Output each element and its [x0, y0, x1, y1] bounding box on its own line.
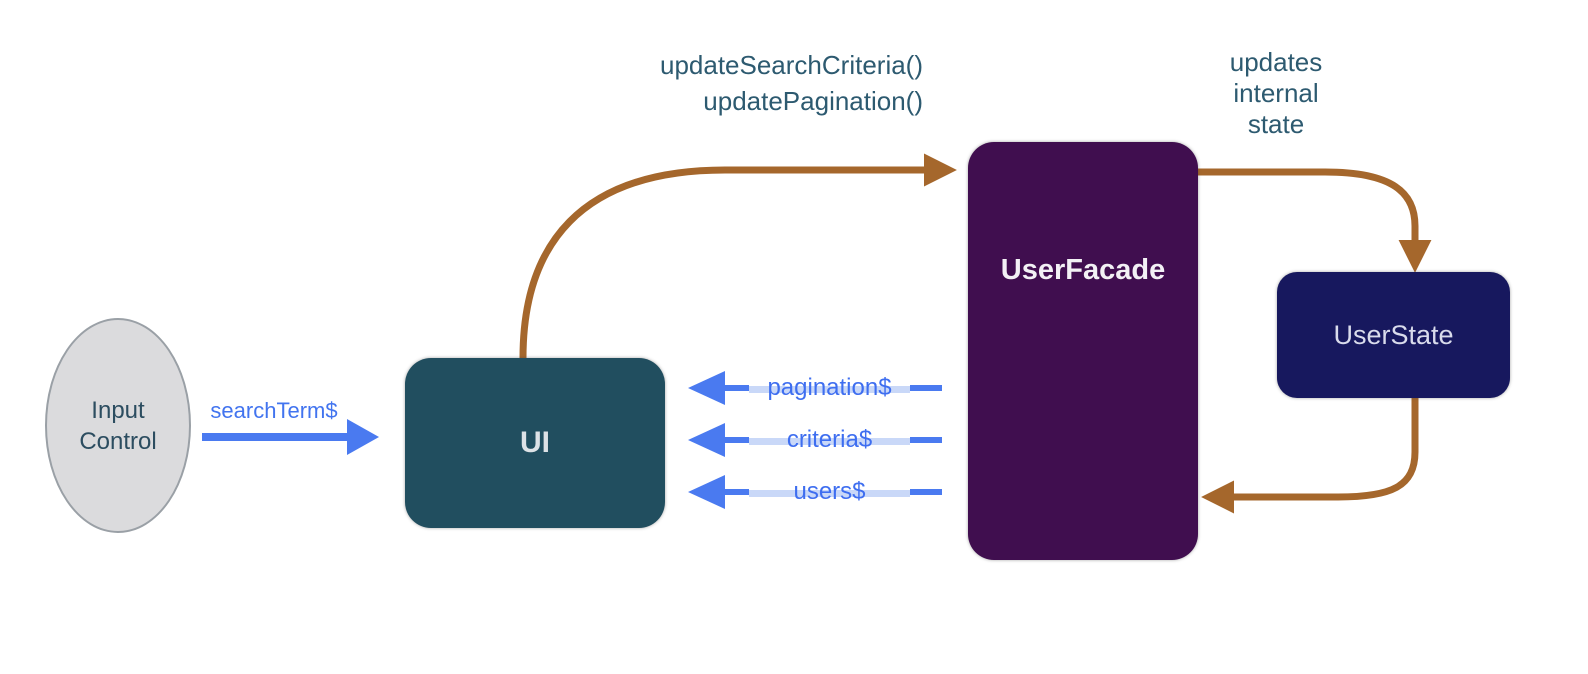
input-control-label-line2: Control [79, 427, 157, 455]
user-facade-label: UserFacade [1000, 254, 1166, 286]
edge-userstate-to-userfacade [1201, 398, 1419, 514]
arrow-line-segment [910, 385, 942, 391]
left-arrowhead-icon [688, 371, 725, 405]
facade-calls-line1: updateSearchCriteria() [659, 50, 923, 80]
arrow-line-segment [725, 437, 749, 443]
search-term-arrowhead-icon [347, 419, 379, 455]
users-stream-label: users$ [749, 478, 910, 506]
edge-userfacade-to-userstate [1198, 168, 1432, 273]
node-ui: UI [405, 358, 665, 528]
arrow-line-segment [725, 385, 749, 391]
node-user-state: UserState [1277, 272, 1510, 398]
state-note-line3: state [1247, 109, 1305, 139]
updates-internal-state-annotation: updates internal state [1176, 47, 1376, 140]
edge-ui-to-userfacade [519, 153, 957, 359]
state-note-line1: updates [1229, 47, 1323, 77]
search-term-arrow-line [202, 433, 348, 441]
facade-calls-line2: updatePagination() [703, 86, 923, 116]
node-input-control: Input Control [45, 318, 191, 533]
left-arrowhead-icon [688, 475, 725, 509]
left-arrowhead-icon [688, 423, 725, 457]
node-user-facade: UserFacade [968, 142, 1198, 560]
search-term-stream-label: searchTerm$ [210, 398, 338, 423]
pagination-stream-arrow: pagination$ [688, 370, 942, 406]
facade-calls-annotation: updateSearchCriteria() updatePagination(… [580, 47, 923, 119]
criteria-stream-arrow: criteria$ [688, 422, 942, 458]
user-state-label: UserState [1333, 319, 1454, 350]
arrow-line-segment [910, 489, 942, 495]
input-control-label-line1: Input [91, 396, 145, 424]
ui-label: UI [520, 426, 550, 459]
arrow-line-segment [725, 489, 749, 495]
state-note-line2: internal [1233, 78, 1319, 108]
criteria-stream-label: criteria$ [749, 426, 910, 454]
arrow-line-segment [910, 437, 942, 443]
pagination-stream-label: pagination$ [749, 374, 910, 402]
users-stream-arrow: users$ [688, 474, 942, 510]
